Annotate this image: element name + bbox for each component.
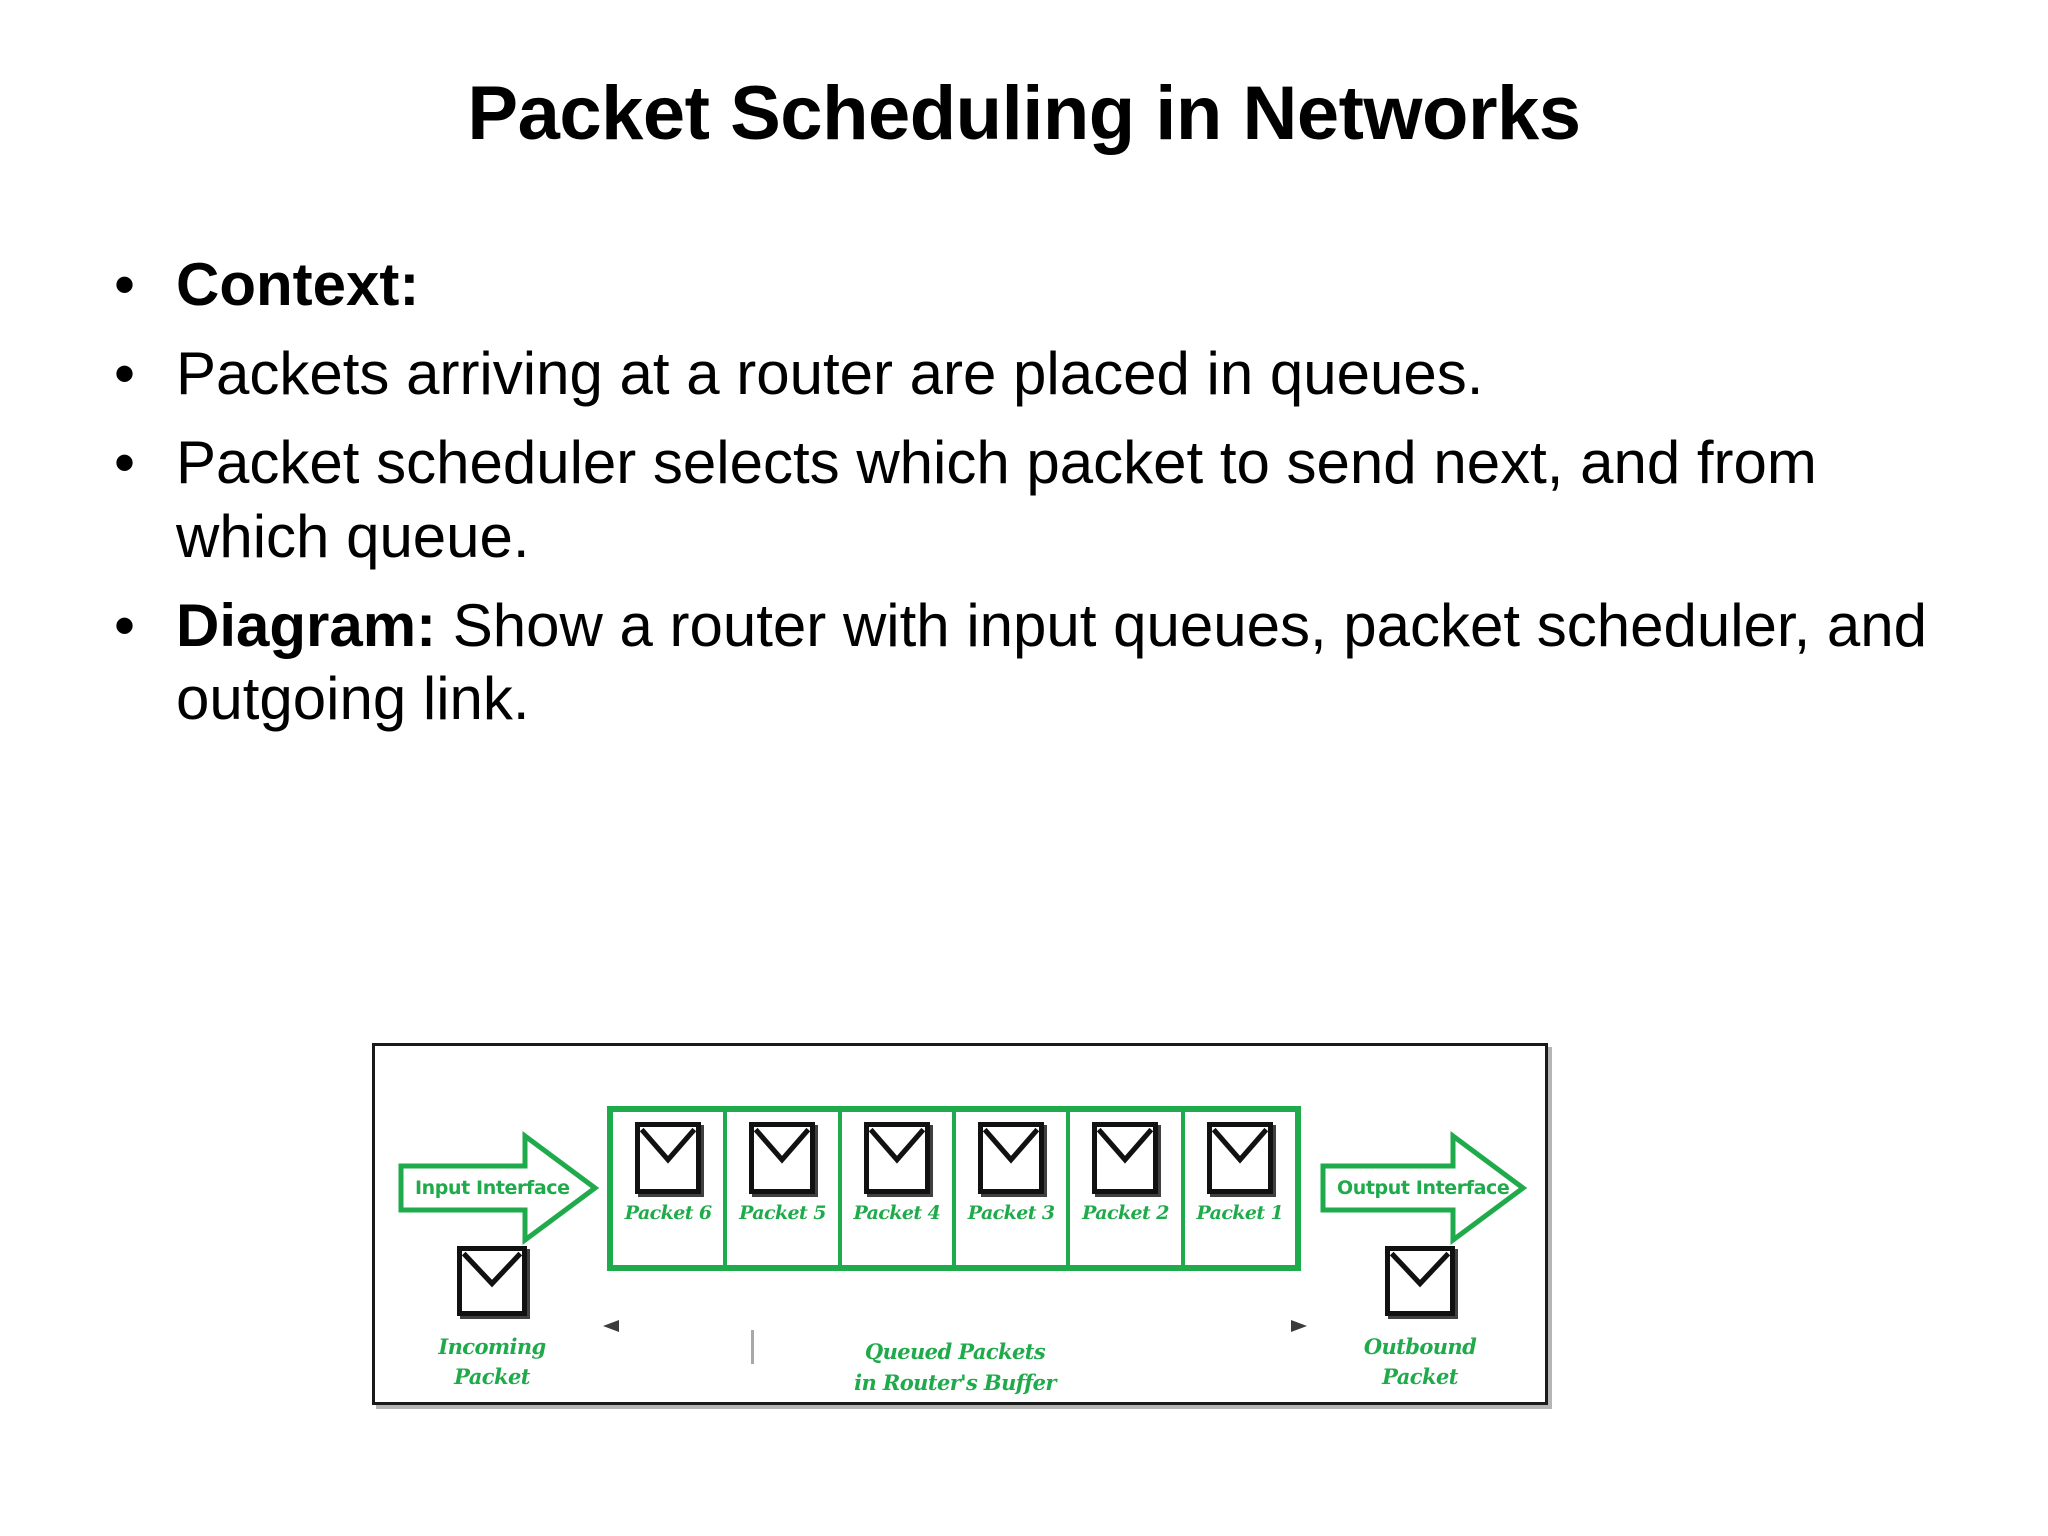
envelope-icon: [1385, 1246, 1455, 1316]
queued-packets-measure: Queued Packets in Router's Buffer: [603, 1318, 1307, 1395]
incoming-packet-label: Incoming Packet: [438, 1334, 546, 1390]
bullet-rest-diagram: Show a router with input queues, packet …: [176, 591, 1928, 732]
queue-cell-label: Packet 6: [624, 1202, 712, 1224]
envelope-icon: [457, 1246, 527, 1316]
queue-cell: Packet 6: [613, 1112, 728, 1265]
measure-tick: [751, 1330, 754, 1364]
input-interface-label: Input Interface: [415, 1177, 570, 1199]
envelope-icon: [749, 1122, 816, 1194]
bullet-marker-icon: •: [114, 251, 136, 318]
envelope-icon: [863, 1122, 930, 1194]
bullet-item-scheduler: • Packet scheduler selects which packet …: [108, 426, 1988, 572]
queue-cell: Packet 3: [956, 1112, 1071, 1265]
queue-cell-label: Packet 5: [739, 1202, 826, 1224]
envelope-icon: [1092, 1122, 1159, 1194]
queue-cell: Packet 1: [1185, 1112, 1295, 1265]
queued-packets-label-line2: in Router's Buffer: [854, 1370, 1056, 1395]
envelope-icon: [1206, 1122, 1273, 1194]
diagram-content: Input Interface Packet 6 Packet 5: [375, 1046, 1545, 1402]
bullet-text-context: Context:: [176, 251, 420, 318]
queue-cell-label: Packet 3: [967, 1202, 1055, 1224]
router-buffer-queue: Packet 6 Packet 5 Packet 4: [607, 1106, 1301, 1271]
queue-cell-label: Packet 1: [1196, 1202, 1284, 1224]
bullet-text-diagram: Diagram: Show a router with input queues…: [176, 589, 1936, 735]
bullet-item-queues: • Packets arriving at a router are place…: [108, 337, 1988, 410]
bullet-marker-icon: •: [114, 429, 136, 497]
bullet-text-scheduler: Packet scheduler selects which packet to…: [176, 429, 1817, 570]
envelope-icon: [635, 1122, 702, 1194]
queue-cell: Packet 4: [842, 1112, 956, 1265]
outbound-packet: Outbound Packet: [1345, 1246, 1495, 1393]
incoming-packet: Incoming Packet: [417, 1246, 567, 1393]
input-interface-arrow: Input Interface: [398, 1131, 600, 1245]
bullet-marker-icon: •: [114, 340, 136, 408]
outbound-packet-label: Outbound Packet: [1363, 1334, 1477, 1390]
bullet-lead-diagram: Diagram:: [176, 591, 437, 659]
output-interface-arrow: Output Interface: [1320, 1131, 1528, 1245]
bullet-text-queues: Packets arriving at a router are placed …: [176, 340, 1484, 408]
packet-queue-diagram: Input Interface Packet 6 Packet 5: [372, 1043, 1548, 1405]
queued-packets-label-line1: Queued Packets: [854, 1338, 1056, 1364]
bullet-item-context: • Context:: [108, 248, 1988, 321]
page-title: Packet Scheduling in Networks: [467, 71, 1581, 156]
queue-cell-label: Packet 2: [1082, 1202, 1169, 1224]
queue-cell: Packet 5: [727, 1112, 842, 1265]
output-interface-label: Output Interface: [1337, 1177, 1510, 1199]
queue-cell: Packet 2: [1070, 1112, 1185, 1265]
bullet-item-diagram: • Diagram: Show a router with input queu…: [108, 589, 1988, 735]
bullet-marker-icon: •: [114, 591, 136, 659]
envelope-icon: [978, 1122, 1045, 1194]
queue-cell-label: Packet 4: [853, 1202, 941, 1224]
bullet-list: • Context: • Packets arriving at a route…: [108, 248, 1988, 751]
